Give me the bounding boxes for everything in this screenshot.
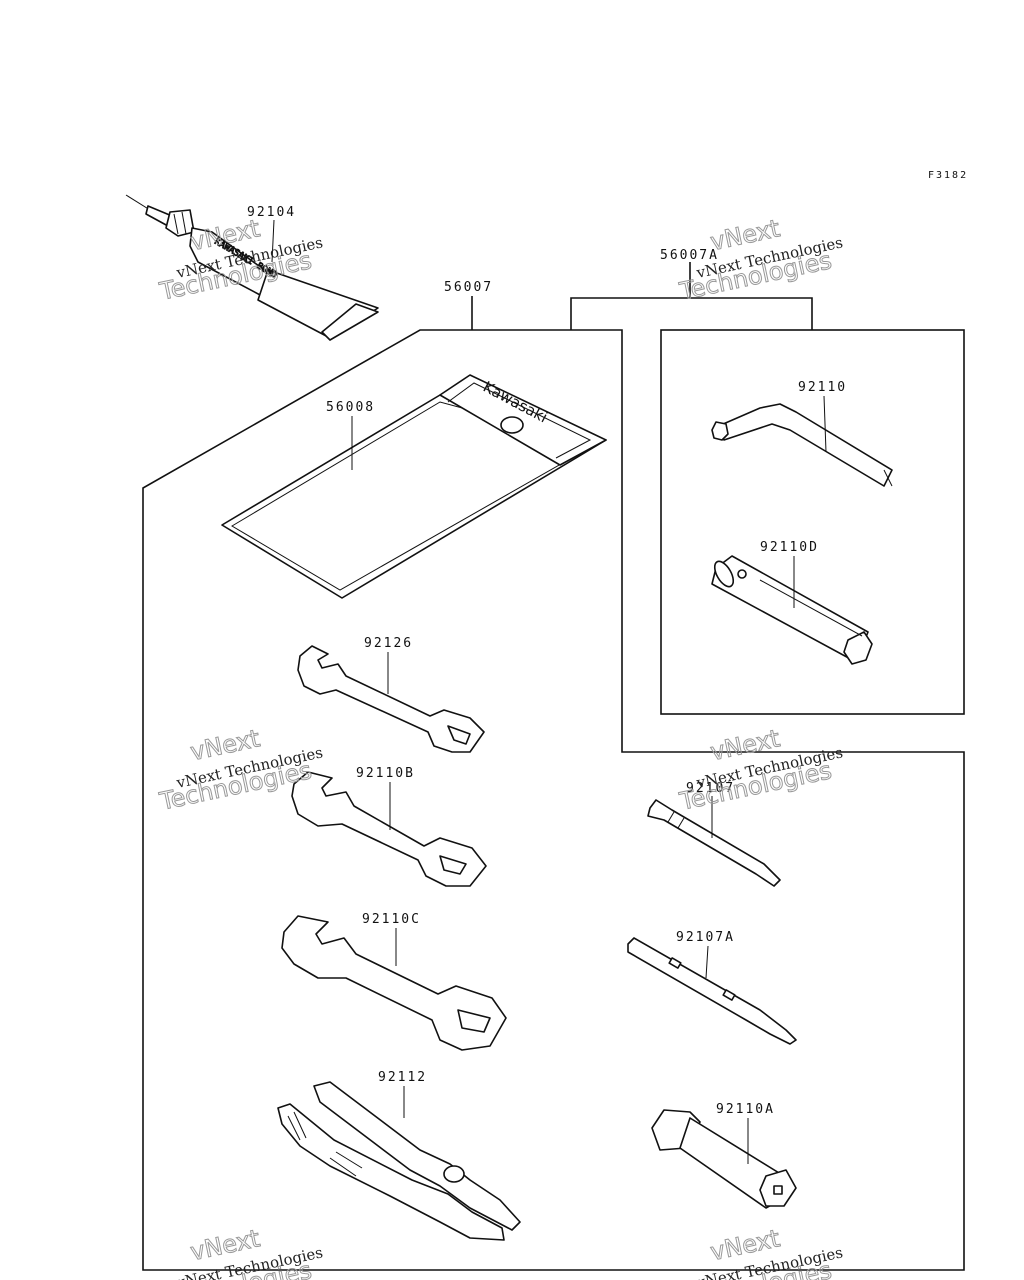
label-92110: 92110: [798, 380, 847, 395]
tool-bag-56008: Kawasaki: [221, 374, 607, 599]
socket-wrench-92110D: [711, 555, 873, 665]
label-92104: 92104: [247, 205, 296, 220]
leader-92110: [823, 395, 827, 453]
hex-key-92110: [711, 403, 893, 487]
screwdriver-bit-92107A: [627, 937, 797, 1045]
label-92107A: 92107A: [676, 930, 735, 945]
label-92126: 92126: [364, 636, 413, 651]
diagram-code: F3182: [928, 170, 968, 181]
label-92112: 92112: [378, 1070, 427, 1085]
spanner-92110C: [281, 915, 507, 1051]
screwdriver-bit-92107: [647, 799, 781, 887]
label-56007A: 56007A: [660, 248, 719, 263]
toolkit-outline-main: [142, 329, 965, 1271]
leader-92107A: [705, 945, 709, 979]
socket-adapter-92110A: [651, 1109, 797, 1209]
spanner-92110B: [291, 771, 487, 887]
label-92110B: 92110B: [356, 766, 415, 781]
leader-92104: [271, 219, 275, 263]
label-56008: 56008: [326, 400, 375, 415]
label-92110D: 92110D: [760, 540, 819, 555]
label-92107: 92107: [686, 781, 735, 796]
label-92110A: 92110A: [716, 1102, 775, 1117]
label-92110C: 92110C: [362, 912, 421, 927]
watermark-4: vNext vNext Technologies Technologies: [676, 724, 844, 817]
spanner-92126: [297, 645, 485, 753]
label-56007: 56007: [444, 280, 493, 295]
bracket-56007A: [570, 262, 813, 330]
pliers-92112: [277, 1081, 521, 1241]
